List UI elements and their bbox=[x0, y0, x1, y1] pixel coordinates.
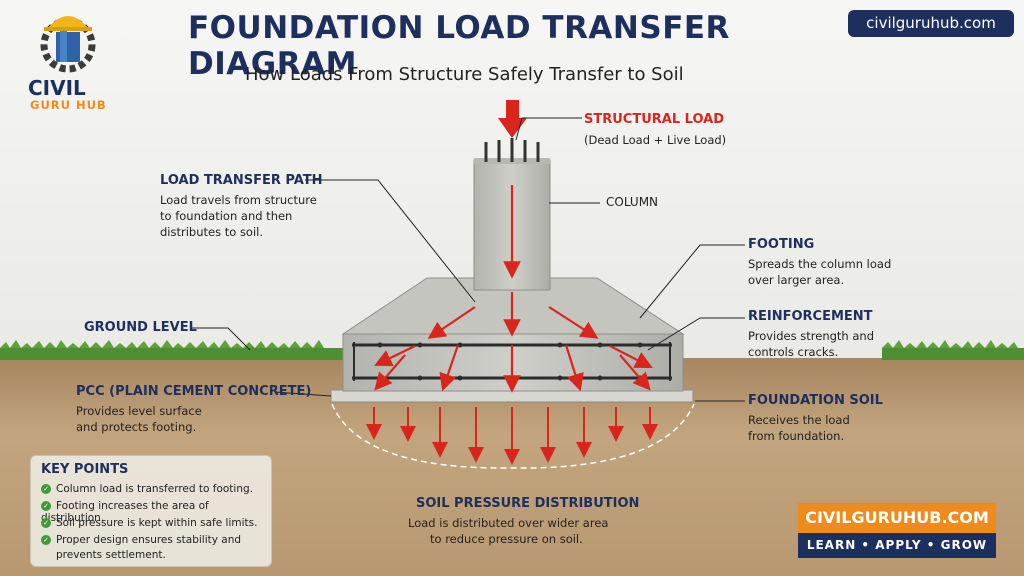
footing-text-2: over larger area. bbox=[748, 273, 845, 287]
key-point-item: ✓ Column load is transferred to footing. bbox=[41, 483, 253, 495]
check-icon: ✓ bbox=[41, 484, 51, 494]
load-transfer-path-text-2: to foundation and then bbox=[160, 209, 293, 223]
check-icon: ✓ bbox=[41, 518, 51, 528]
check-icon: ✓ bbox=[41, 501, 51, 511]
hard-hat-icon bbox=[48, 16, 88, 28]
structural-load-title: STRUCTURAL LOAD bbox=[584, 112, 725, 127]
logo-mark bbox=[40, 16, 96, 73]
key-point-text: Column load is transferred to footing. bbox=[56, 483, 253, 495]
key-points-title: KEY POINTS bbox=[41, 462, 129, 477]
reinforcement-text-1: Provides strength and bbox=[748, 329, 874, 343]
key-point-text: Proper design ensures stability and bbox=[56, 534, 242, 546]
building-icon bbox=[56, 32, 80, 62]
check-icon: ✓ bbox=[41, 535, 51, 545]
brand-banner[interactable]: CIVILGURUHUB.COM bbox=[798, 503, 996, 533]
site-badge[interactable]: civilguruhub.com bbox=[848, 10, 1014, 37]
starter-bars bbox=[484, 138, 540, 162]
key-point-text: Footing increases the area of distributi… bbox=[41, 500, 209, 524]
structural-load-text: (Dead Load + Live Load) bbox=[584, 133, 727, 147]
key-point-item: ✓ Soil pressure is kept within safe limit… bbox=[41, 517, 257, 529]
key-point-text: Soil pressure is kept within safe limits… bbox=[56, 517, 258, 529]
column-label: COLUMN bbox=[606, 195, 659, 209]
key-point-continuation: prevents settlement. bbox=[56, 549, 166, 561]
tagline-banner: LEARN • APPLY • GROW bbox=[798, 533, 996, 558]
pcc-layer bbox=[330, 389, 694, 403]
load-transfer-path-text-1: Load travels from structure bbox=[160, 193, 317, 207]
pcc-text-2: and protects footing. bbox=[76, 420, 197, 434]
load-transfer-path-text-3: distributes to soil. bbox=[160, 225, 264, 239]
load-transfer-path-title: LOAD TRANSFER PATH bbox=[160, 173, 323, 188]
footing-title: FOOTING bbox=[748, 237, 815, 252]
logo-text-civil: CIVIL bbox=[28, 76, 86, 100]
reinforcement-text-2: controls cracks. bbox=[748, 345, 839, 359]
reinforcement-title: REINFORCEMENT bbox=[748, 309, 873, 324]
soil-pressure-text-1: Load is distributed over wider area bbox=[408, 516, 609, 530]
foundation-soil-text-2: from foundation. bbox=[748, 429, 845, 443]
key-point-item: ✓Footing increases the area of distribut… bbox=[41, 500, 271, 524]
grass-left bbox=[0, 340, 345, 360]
footing-text-1: Spreads the column load bbox=[748, 257, 892, 271]
load-path-arrows bbox=[374, 185, 653, 393]
soil-pressure-text-2: to reduce pressure on soil. bbox=[430, 532, 583, 546]
pcc-text-1: Provides level surface bbox=[76, 404, 202, 418]
pressure-bulb bbox=[331, 403, 695, 469]
foundation-soil-text-1: Receives the load bbox=[748, 413, 850, 427]
ground-level-label: GROUND LEVEL bbox=[84, 320, 197, 335]
leader-lines bbox=[190, 117, 745, 402]
pcc-title: PCC (PLAIN CEMENT CONCRETE) bbox=[76, 384, 312, 399]
soil-pressure-title: SOIL PRESSURE DISTRIBUTION bbox=[416, 496, 640, 511]
foundation-soil-title: FOUNDATION SOIL bbox=[748, 393, 883, 408]
logo-text-guru-hub: GURU HUB bbox=[30, 98, 107, 112]
key-points-panel: KEY POINTS ✓ Column load is transferred t… bbox=[30, 455, 272, 567]
soil-pressure-arrows bbox=[366, 407, 658, 465]
structural-load-arrow bbox=[498, 100, 527, 138]
grass-right bbox=[882, 340, 1024, 360]
page-subtitle: How Loads From Structure Safely Transfer… bbox=[245, 64, 684, 85]
key-point-item: ✓ Proper design ensures stability and bbox=[41, 534, 241, 546]
page-title: FOUNDATION LOAD TRANSFER DIAGRAM bbox=[188, 10, 730, 82]
